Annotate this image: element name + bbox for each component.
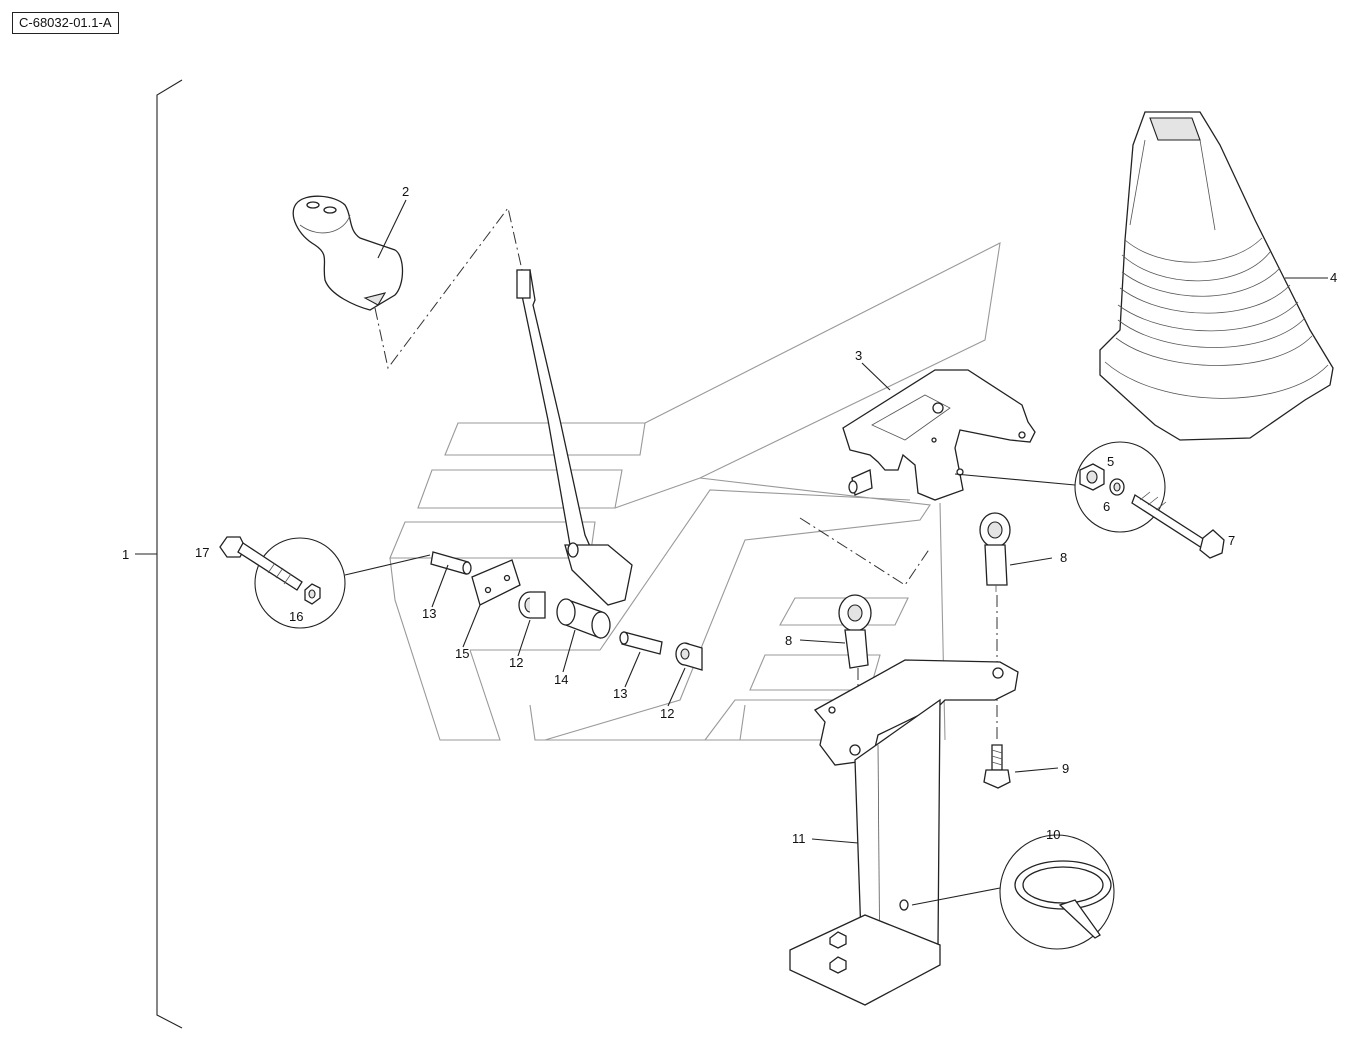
shift-knob — [292, 195, 404, 311]
callout-1: 1 — [122, 547, 129, 562]
callout-3: 3 — [855, 348, 862, 363]
callout-7: 7 — [1228, 533, 1235, 548]
bolt-detail-circle — [219, 536, 431, 629]
callout-13-upper: 13 — [422, 606, 436, 621]
rubber-boot — [1099, 111, 1334, 441]
shift-lever — [516, 269, 633, 606]
pin-lower — [619, 631, 663, 655]
callout-13-lower: 13 — [613, 686, 627, 701]
fastener-detail-circle — [954, 441, 1166, 533]
spacer-right — [675, 642, 703, 671]
support-stand — [789, 659, 1019, 1006]
callout-10: 10 — [1046, 827, 1060, 842]
callout-5: 5 — [1107, 454, 1114, 469]
callout-6: 6 — [1103, 499, 1110, 514]
callout-2: 2 — [402, 184, 409, 199]
assembly-bracket — [135, 79, 183, 1029]
callout-15: 15 — [455, 646, 469, 661]
pin-upper — [430, 551, 472, 575]
callout-11: 11 — [792, 831, 806, 846]
callout-labels: 1 2 3 4 5 6 7 8 8 9 10 11 12 12 13 13 14… — [122, 184, 1337, 846]
callout-9: 9 — [1062, 761, 1069, 776]
callout-14: 14 — [554, 672, 568, 687]
callout-8-lower: 8 — [785, 633, 792, 648]
rod-end-lower — [838, 594, 872, 669]
callout-12-left: 12 — [509, 655, 523, 670]
spacer-left — [518, 591, 546, 619]
rod-end-upper — [979, 512, 1011, 592]
bolt-large — [1131, 491, 1225, 559]
bolt-small — [983, 744, 1011, 789]
bracket-axis — [799, 517, 931, 586]
plate — [471, 559, 521, 606]
callout-4: 4 — [1330, 270, 1337, 285]
reference-code: C-68032-01.1-A — [12, 12, 119, 34]
callout-16: 16 — [289, 609, 303, 624]
bushing-tube — [556, 598, 611, 639]
callout-12-right: 12 — [660, 706, 674, 721]
shifter-bracket — [842, 369, 1036, 501]
leader-lines — [377, 199, 1328, 844]
callout-17: 17 — [195, 545, 209, 560]
callout-8-upper: 8 — [1060, 550, 1067, 565]
knob-axis — [374, 206, 523, 370]
cable-tie-detail — [911, 834, 1115, 950]
